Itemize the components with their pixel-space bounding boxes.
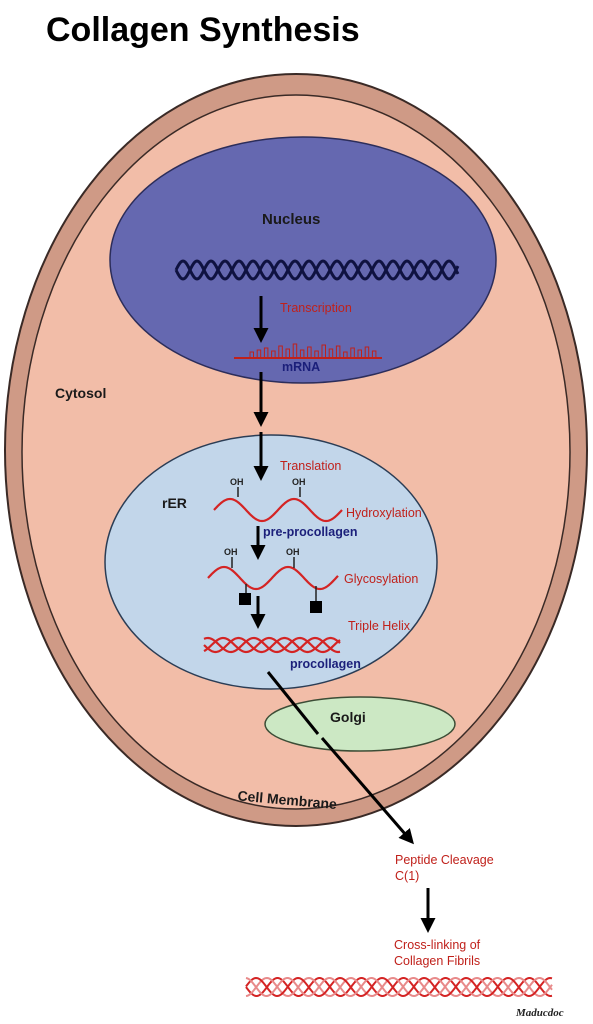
rer-label: rER xyxy=(162,495,187,511)
mrna-base xyxy=(299,349,305,359)
mrna-base xyxy=(371,350,377,359)
collagen-fibril xyxy=(245,976,553,998)
fibril-strand xyxy=(245,977,553,997)
sugar-block-1 xyxy=(239,593,251,605)
glycosylation-label: Glycosylation xyxy=(344,572,418,586)
mrna-base xyxy=(357,349,362,359)
oh-label-2: OH xyxy=(292,477,306,487)
signature: Maducdoc xyxy=(515,1007,564,1019)
mrna-base xyxy=(278,345,283,359)
pre-procollagen-label: pre-procollagen xyxy=(263,525,357,539)
mrna-strand xyxy=(234,343,382,359)
crosslinking-label-1: Cross-linking of xyxy=(394,938,481,952)
arrow-exocytosis xyxy=(320,737,414,845)
procollagen-label: procollagen xyxy=(290,657,361,671)
mrna-base xyxy=(328,348,334,359)
glycosylated-chain xyxy=(207,557,339,613)
translation-label: Translation xyxy=(280,459,341,473)
arrow-to-golgi xyxy=(266,671,320,735)
rough-er xyxy=(104,434,438,690)
cytosol-label: Cytosol xyxy=(55,385,106,401)
golgi-label: Golgi xyxy=(330,709,366,725)
mrna-base xyxy=(335,345,341,359)
fibril-strand xyxy=(245,977,553,997)
crosslinking-label-2: Collagen Fibrils xyxy=(394,954,480,968)
mrna-base xyxy=(321,344,326,359)
oh-label-1: OH xyxy=(230,477,244,487)
mrna-base xyxy=(271,350,276,359)
mrna-base xyxy=(263,347,269,359)
triple-helix-label: Triple Helix xyxy=(348,619,411,633)
mrna-base xyxy=(249,351,254,359)
mrna-label: mRNA xyxy=(282,360,320,374)
helix-strand xyxy=(203,636,341,654)
fibril-strand xyxy=(245,976,553,998)
mrna-base xyxy=(292,343,298,359)
golgi xyxy=(264,696,456,752)
mrna-base xyxy=(285,348,290,359)
fibril-strand xyxy=(245,976,553,998)
hydroxylation-label: Hydroxylation xyxy=(346,506,422,520)
mrna-base xyxy=(256,349,262,359)
triple-helix xyxy=(203,636,341,654)
mrna-base xyxy=(364,346,370,359)
hydroxylated-chain xyxy=(213,487,343,523)
oh-label-3: OH xyxy=(224,547,238,557)
mrna-base xyxy=(314,350,319,359)
dna-helix xyxy=(174,259,460,281)
oh-label-4: OH xyxy=(286,547,300,557)
c1-label: C(1) xyxy=(395,869,419,883)
mrna-base xyxy=(343,351,348,359)
page-title: Collagen Synthesis xyxy=(46,11,360,49)
nucleus xyxy=(109,136,497,384)
mrna-base xyxy=(350,347,355,359)
transcription-label: Transcription xyxy=(280,301,352,315)
helix-strand xyxy=(203,636,341,654)
peptide-cleavage-label: Peptide Cleavage xyxy=(395,853,494,867)
flow-arrows xyxy=(250,296,436,933)
mrna-base xyxy=(307,346,312,359)
helix-strand xyxy=(203,636,341,654)
nucleus-label: Nucleus xyxy=(262,211,320,228)
sugar-block-2 xyxy=(310,601,322,613)
